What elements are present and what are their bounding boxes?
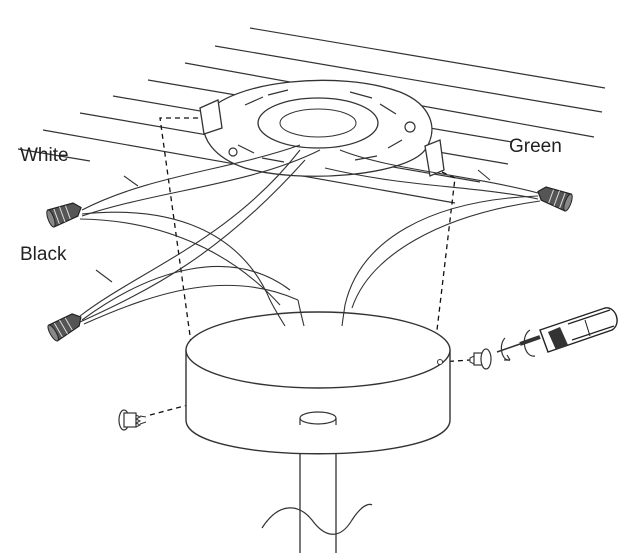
wire-nut-white xyxy=(46,202,82,228)
screw-left xyxy=(118,409,147,431)
label-green-wire: Green xyxy=(509,136,562,157)
label-white-wire: White xyxy=(20,145,69,166)
mounting-bracket xyxy=(199,79,445,177)
wire-nut-green xyxy=(537,186,573,212)
alignment-guides xyxy=(149,117,471,416)
canopy xyxy=(185,299,451,455)
screw-right xyxy=(469,348,492,370)
wires xyxy=(79,144,541,325)
label-black-wire: Black xyxy=(20,244,67,265)
wire-nut-black xyxy=(47,313,82,342)
screwdriver xyxy=(496,307,618,361)
